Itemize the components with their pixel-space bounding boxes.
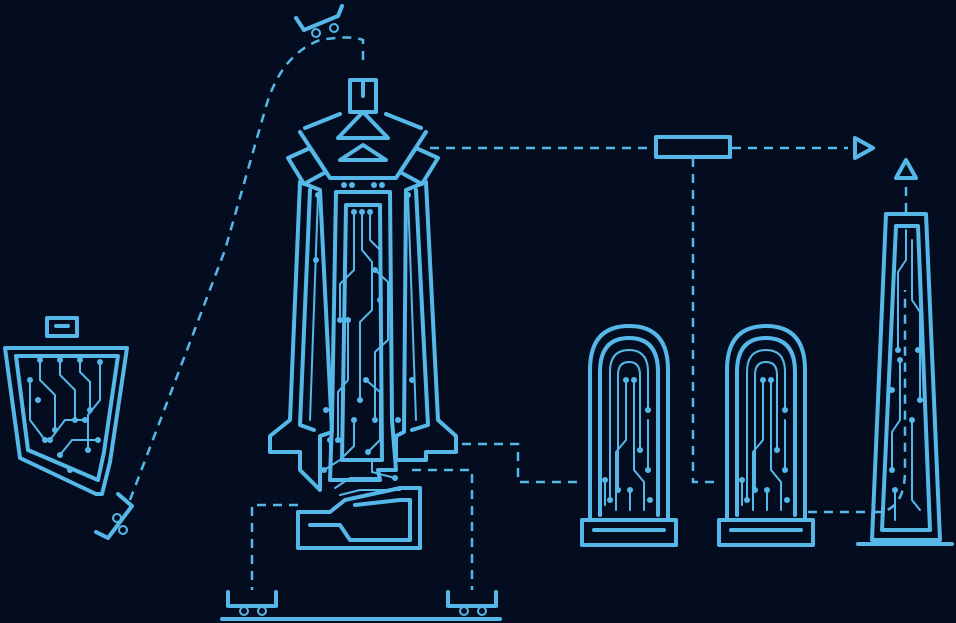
chimney [856, 212, 954, 546]
skip-car-bottom-icon [94, 492, 134, 540]
hot-blast-stove-1 [580, 324, 678, 547]
flue-line [808, 290, 907, 514]
arrow-up-icon [894, 158, 918, 180]
dust-catcher [654, 135, 732, 159]
arrow-right-icon [853, 136, 875, 160]
skip-hoist-path [128, 36, 365, 501]
ore-bunker [3, 316, 129, 496]
skip-car-top-icon [294, 4, 344, 38]
hot-metal-ladle-car [226, 590, 278, 616]
slag-ladle-car [446, 590, 498, 616]
hot-blast-main [462, 442, 582, 484]
hot-blast-stove-2 [717, 324, 815, 547]
dust-catcher-downcomer [691, 158, 716, 484]
taphole-line [250, 503, 298, 590]
tuyere-line [412, 468, 474, 590]
blast-furnace [268, 78, 458, 550]
